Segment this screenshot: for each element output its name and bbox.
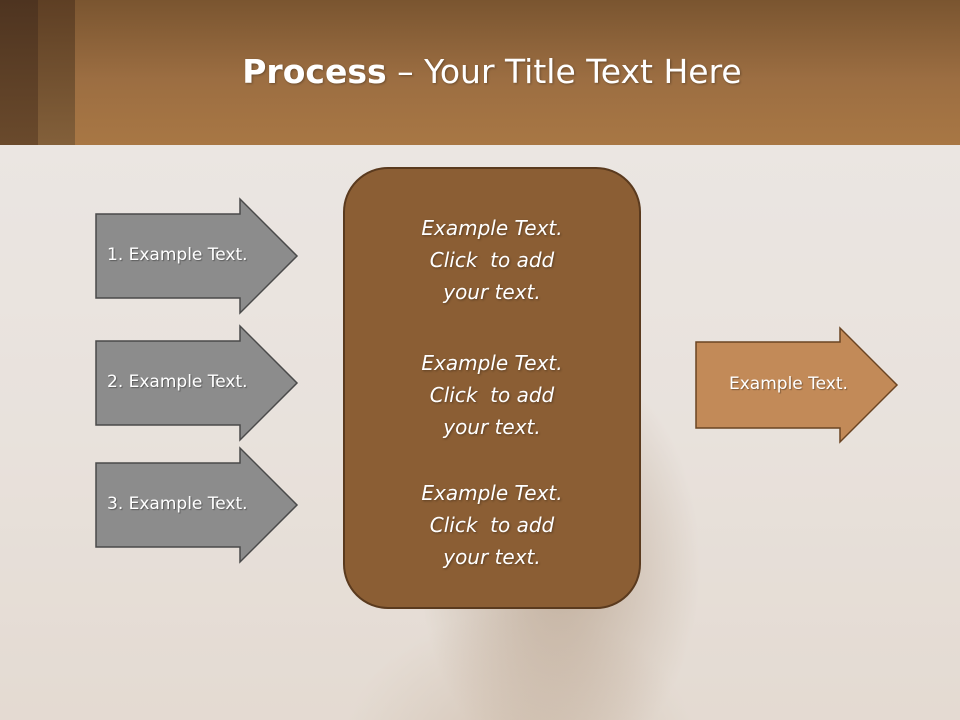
center-text-block-1: Example Text. Click to add your text. — [344, 212, 640, 308]
left-arrow-2-label: 2. Example Text. — [107, 372, 248, 392]
center-text-2-line1: Example Text. — [421, 351, 563, 375]
center-text-1-line1: Example Text. — [421, 216, 563, 240]
header-accent-strip — [38, 0, 75, 145]
center-text-2-line3: your text. — [443, 415, 541, 439]
center-text-3-line1: Example Text. — [421, 481, 563, 505]
center-text-1-line3: your text. — [443, 280, 541, 304]
center-text-block-3: Example Text. Click to add your text. — [344, 477, 640, 573]
header-band — [0, 0, 960, 145]
slide-title: Process – Your Title Text Here — [0, 52, 960, 91]
left-arrow-1[interactable] — [95, 197, 299, 315]
left-arrow-3[interactable] — [95, 446, 299, 564]
title-rest: – Your Title Text Here — [386, 52, 742, 91]
title-bold: Process — [242, 52, 387, 91]
center-text-2-line2: Click to add — [429, 383, 555, 407]
center-text-1-line2: Click to add — [429, 248, 555, 272]
right-arrow[interactable] — [695, 326, 899, 444]
left-arrow-1-label: 1. Example Text. — [107, 245, 248, 265]
center-text-block-2: Example Text. Click to add your text. — [344, 347, 640, 443]
left-arrow-2[interactable] — [95, 324, 299, 442]
center-text-3-line2: Click to add — [429, 513, 555, 537]
header-accent-strip-dark — [0, 0, 38, 145]
center-text-3-line3: your text. — [443, 545, 541, 569]
center-process-box[interactable] — [343, 167, 641, 609]
left-arrow-3-label: 3. Example Text. — [107, 494, 248, 514]
right-arrow-label: Example Text. — [729, 374, 848, 394]
